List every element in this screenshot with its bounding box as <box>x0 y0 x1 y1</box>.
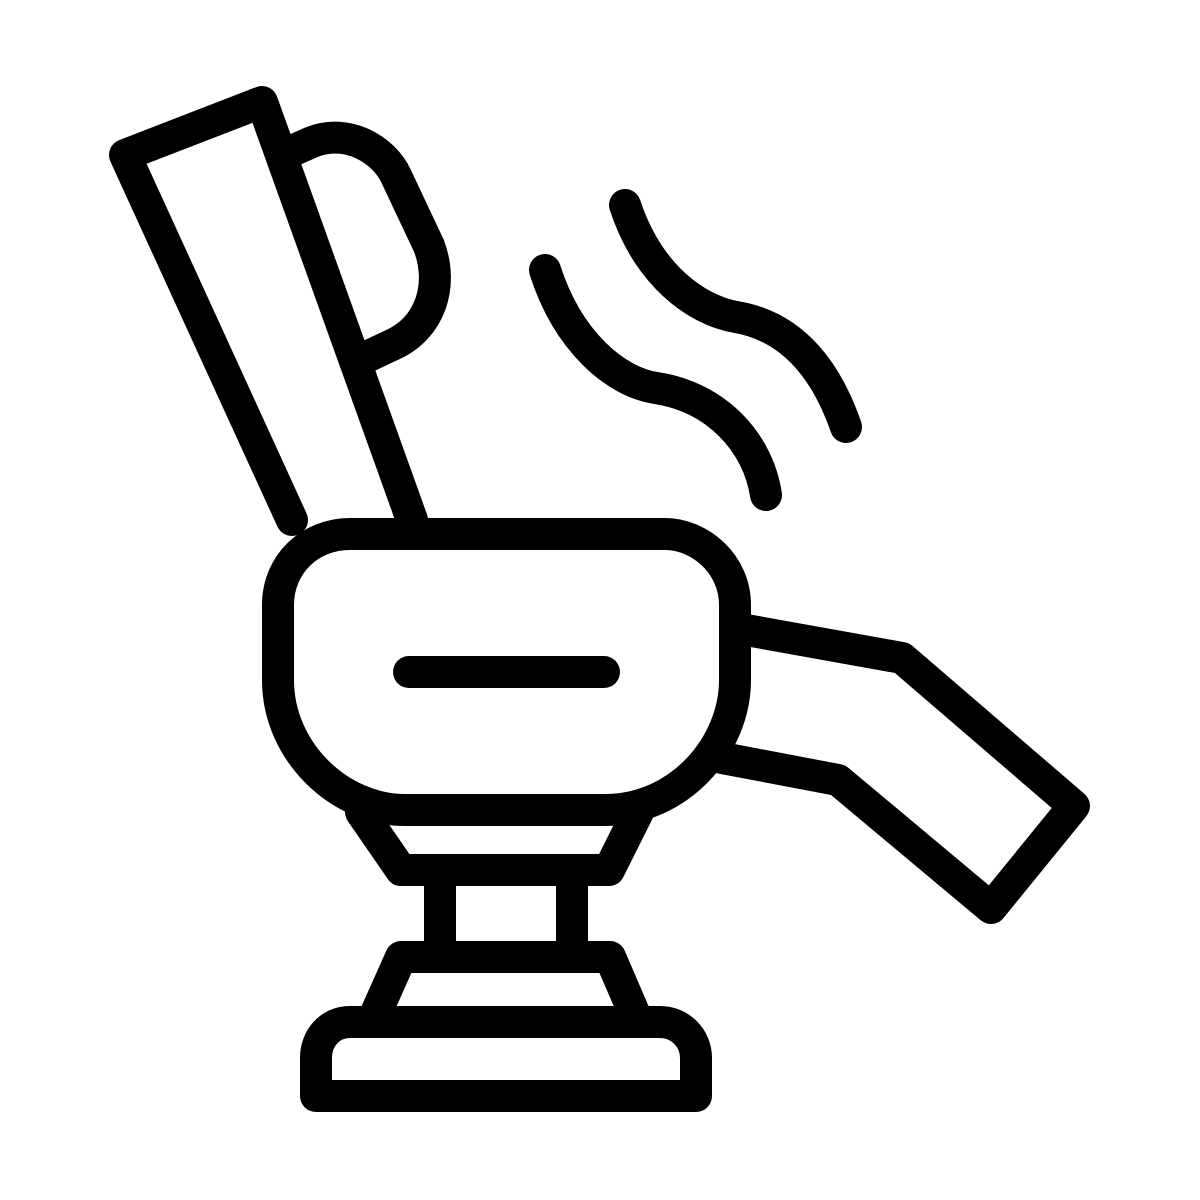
leg-rest <box>706 612 1090 924</box>
backrest <box>109 86 428 536</box>
vibration-wave-left <box>529 254 782 511</box>
pedestal-lower <box>356 941 654 1038</box>
headrest <box>278 121 451 376</box>
vibration-wave-right <box>609 189 862 443</box>
base <box>300 1006 712 1112</box>
massage-chair-outline <box>109 86 1090 1112</box>
seat-cushion <box>262 518 751 826</box>
pedestal-upper <box>345 796 654 886</box>
